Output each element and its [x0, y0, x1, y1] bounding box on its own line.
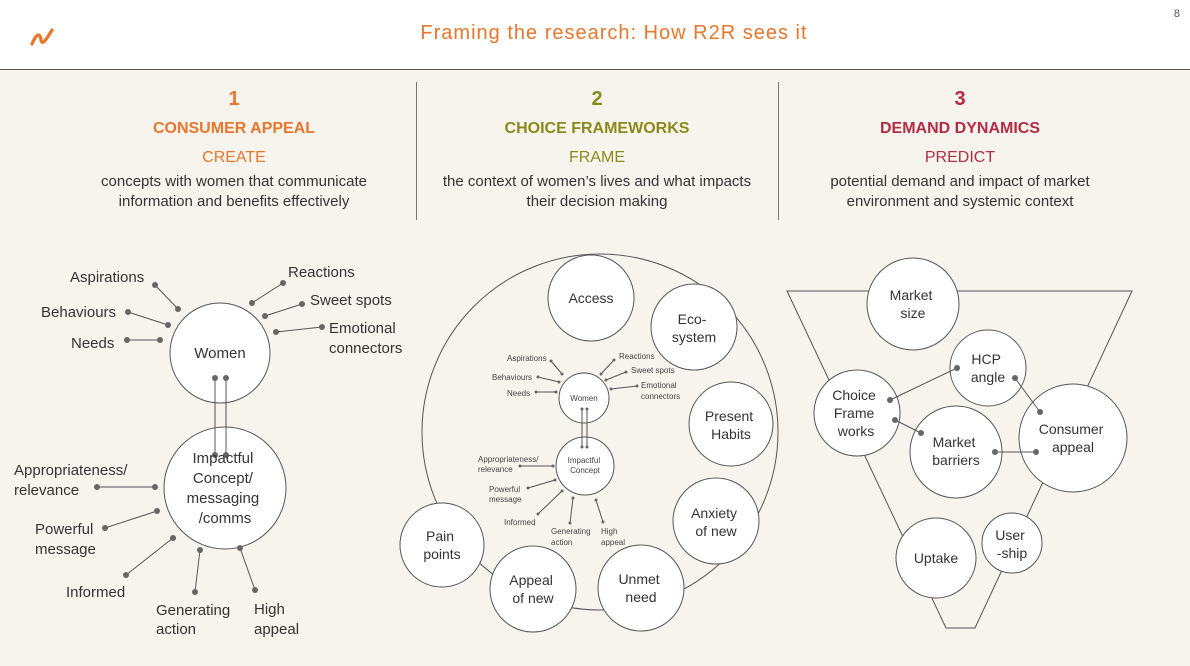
- column-divider: [416, 82, 417, 220]
- concept-node: [163, 426, 287, 550]
- women-node: [169, 302, 271, 404]
- column-heading: CHOICE FRAMEWORKS: [504, 120, 690, 137]
- needs-label: Needs: [71, 335, 114, 352]
- mini-reactions-label: Reactions: [619, 352, 655, 361]
- high-appeal-label: High appeal: [254, 601, 299, 638]
- page-title: Framing the research: How R2R sees it: [420, 22, 808, 44]
- hcp-angle-label: HCP angle: [971, 351, 1005, 385]
- anxiety-label: Anxiety of new: [691, 505, 741, 539]
- page-number: 8: [1173, 8, 1180, 20]
- usership-node: [981, 512, 1043, 574]
- column-verb: CREATE: [202, 149, 266, 166]
- column-consumer-appeal: 1 CONSUMER APPEAL CREATE concepts with w…: [54, 84, 414, 212]
- mini-needs-label: Needs: [507, 389, 530, 398]
- mini-women-label: Women: [570, 394, 597, 403]
- mini-high-appeal-label: High appeal: [601, 527, 625, 547]
- choice-frameworks-node: [813, 369, 901, 457]
- column-choice-frameworks: 2 CHOICE FRAMEWORKS FRAME the context of…: [416, 84, 778, 212]
- emotional-connectors-label: Emotional connectors: [329, 320, 402, 357]
- consumer-appeal-node: [1018, 383, 1128, 493]
- demand-funnel: [786, 290, 1133, 629]
- appropriateness-label: Appropriateness/ relevance: [14, 462, 132, 499]
- unmet-need-label: Unmet need: [618, 571, 663, 605]
- market-size-node: [866, 257, 960, 351]
- column-number: 3: [954, 88, 966, 110]
- desc-line: concepts with women that communicate: [101, 173, 367, 190]
- column-number: 2: [591, 88, 603, 110]
- appeal-of-new-label: Appeal of new: [509, 572, 556, 606]
- column-demand-dynamics: 3 DEMAND DYNAMICS PREDICT potential dema…: [780, 84, 1140, 212]
- mini-behaviours-label: Behaviours: [492, 373, 532, 382]
- mini-sweet-spots-label: Sweet spots: [631, 366, 675, 375]
- appeal-of-new-node: [489, 545, 577, 633]
- desc-line: the context of women’s lives and what im…: [442, 173, 752, 190]
- diagram-consumer-appeal: Women Impactful Concept/ messaging /comm…: [14, 264, 402, 638]
- mini-emotional-label: Emotional connectors: [641, 381, 680, 401]
- column-description: concepts with women that communicate inf…: [54, 172, 414, 212]
- header-bar: Framing the research: How R2R sees it 8: [0, 0, 1190, 70]
- mini-generating-label: Generating action: [551, 527, 593, 547]
- generating-action-label: Generating action: [156, 602, 234, 638]
- choice-frameworks-label: Choice Frame works: [832, 387, 879, 439]
- uptake-node: [895, 517, 977, 599]
- ecosystem-label: Eco- system: [672, 311, 716, 345]
- uptake-label: Uptake: [914, 550, 959, 566]
- unmet-need-node: [597, 544, 685, 632]
- usership-label: User -ship: [995, 527, 1028, 561]
- consumer-appeal-label: Consumer appeal: [1039, 421, 1107, 455]
- access-label: Access: [568, 290, 613, 306]
- ecosystem-node: [650, 283, 738, 371]
- mini-women-node: [558, 372, 610, 424]
- present-habits-label: Present Habits: [705, 408, 757, 442]
- pain-points-label: Pain points: [423, 528, 460, 562]
- desc-line: environment and systemic context: [846, 193, 1074, 210]
- column-verb: FRAME: [569, 149, 625, 166]
- present-habits-node: [688, 381, 774, 467]
- r2r-logo-icon: [30, 28, 54, 46]
- context-ring: [421, 253, 779, 611]
- diagram-demand-dynamics: Market size HCP angle Choice Frame works…: [786, 257, 1133, 629]
- diagram-choice-frameworks: Access Eco- system Present Habits Anxiet…: [399, 253, 779, 633]
- desc-line: potential demand and impact of market: [830, 173, 1090, 190]
- column-description: the context of women’s lives and what im…: [416, 172, 778, 212]
- mini-powerful-label: Powerful message: [489, 485, 522, 504]
- mini-concept-label: Impactful Concept: [568, 456, 603, 475]
- column-verb: PREDICT: [924, 149, 996, 166]
- concept-label: Impactful Concept/ messaging /comms: [187, 450, 264, 527]
- anxiety-node: [672, 477, 760, 565]
- reactions-label: Reactions: [288, 264, 355, 281]
- desc-line: information and benefits effectively: [118, 193, 350, 210]
- powerful-message-label: Powerful message: [35, 521, 98, 558]
- column-description: potential demand and impact of market en…: [780, 172, 1140, 212]
- women-label: Women: [194, 345, 245, 362]
- desc-line: their decision making: [526, 193, 668, 210]
- column-heading: DEMAND DYNAMICS: [880, 120, 1040, 137]
- informed-label: Informed: [66, 584, 125, 601]
- column-heading: CONSUMER APPEAL: [152, 120, 316, 137]
- access-node: [547, 254, 635, 342]
- mini-appropriateness-label: Appropriateness/ relevance: [478, 455, 541, 474]
- mini-concept-node: [555, 436, 615, 496]
- market-size-label: Market size: [890, 287, 937, 321]
- mini-informed-label: Informed: [504, 518, 536, 527]
- market-barriers-label: Market barriers: [932, 434, 979, 468]
- hcp-angle-node: [949, 329, 1027, 407]
- pain-points-node: [399, 502, 485, 588]
- behaviours-label: Behaviours: [41, 304, 116, 321]
- column-divider: [778, 82, 779, 220]
- mini-aspirations-label: Aspirations: [507, 354, 547, 363]
- sweet-spots-label: Sweet spots: [310, 292, 392, 309]
- aspirations-label: Aspirations: [70, 269, 144, 286]
- column-number: 1: [228, 88, 240, 110]
